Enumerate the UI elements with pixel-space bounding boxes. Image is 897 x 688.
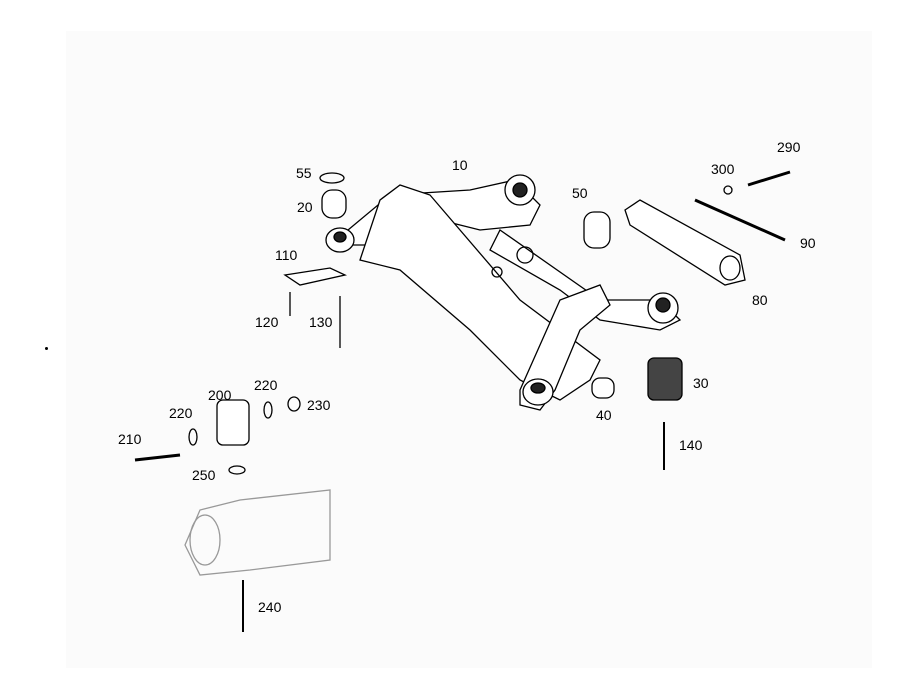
label-50: 50: [572, 185, 588, 201]
label-110: 110: [275, 247, 298, 263]
label-130: 130: [309, 314, 333, 330]
label-80: 80: [752, 292, 768, 308]
label-250: 250: [192, 467, 216, 483]
part-40: [591, 377, 615, 399]
label-55: 55: [296, 165, 312, 181]
part-110: [283, 267, 348, 286]
part-210: [134, 453, 181, 462]
label-210: 210: [118, 431, 142, 447]
part-50: [583, 211, 611, 249]
part-80: [624, 199, 746, 286]
part-30: [647, 357, 683, 401]
label-10: 10: [452, 157, 468, 173]
label-90: 90: [800, 235, 816, 251]
label-230: 230: [307, 397, 331, 413]
label-20: 20: [297, 199, 313, 215]
part-90: [694, 198, 786, 242]
label-220-left: 220: [169, 405, 193, 421]
label-300: 300: [711, 161, 735, 177]
label-40: 40: [596, 407, 612, 423]
differential-housing: [184, 489, 331, 576]
part-55: [319, 172, 345, 184]
part-220a: [188, 428, 198, 446]
label-240: 240: [258, 599, 282, 615]
part-220b: [263, 401, 273, 419]
part-300: [723, 185, 733, 195]
label-30: 30: [693, 375, 709, 391]
label-290: 290: [777, 139, 801, 155]
part-230: [287, 396, 301, 412]
bullet-dot: [45, 347, 48, 350]
part-250: [228, 465, 246, 475]
subframe: [325, 174, 682, 411]
label-140: 140: [679, 437, 703, 453]
label-220-right: 220: [254, 377, 278, 393]
part-290: [747, 170, 791, 187]
label-120: 120: [255, 314, 279, 330]
label-200: 200: [208, 387, 232, 403]
part-200: [216, 399, 250, 446]
diagram-panel: [66, 31, 872, 668]
part-20: [321, 189, 347, 219]
